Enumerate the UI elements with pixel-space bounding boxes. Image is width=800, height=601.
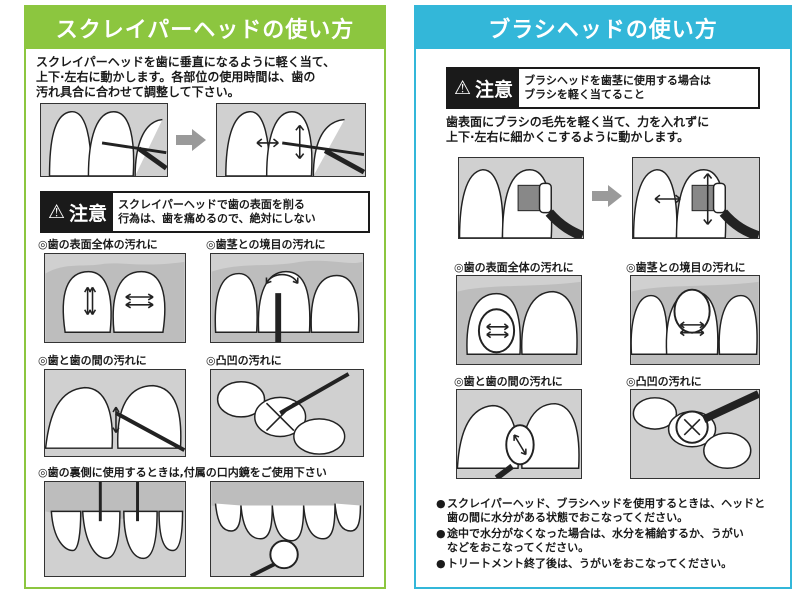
caption-surface: ◎歯の表面全体の汚れに <box>38 238 158 251</box>
brush-intro-line: 歯表面にブラシの毛先を軽く当て、力を入れずに <box>446 115 710 129</box>
scraper-back-illustration <box>44 481 186 577</box>
note-line: スクレイパーヘッド、ブラシヘッドを使用するときは、ヘッドと <box>447 497 766 510</box>
caution-label: 注意 <box>69 202 108 225</box>
note-line: 歯の間に水分がある状態でおこなってください。 <box>447 511 689 524</box>
note-item: ●スクレイパーヘッド、ブラシヘッドを使用するときは、ヘッドと 歯の間に水分がある… <box>436 497 788 525</box>
caption-gumline: ◎歯茎との境目の汚れに <box>206 238 326 251</box>
usage-notes: ●スクレイパーヘッド、ブラシヘッドを使用するときは、ヘッドと 歯の間に水分がある… <box>436 497 788 571</box>
caption-uneven: ◎凸凹の汚れに <box>206 354 282 367</box>
brush-on-tooth-illustration <box>458 157 584 239</box>
scraper-uneven-illustration <box>210 369 364 457</box>
brush-gumline-illustration <box>630 275 760 365</box>
caution-line: ブラシヘッドを歯茎に使用する場合は <box>524 74 711 87</box>
scraper-between-illustration <box>44 369 186 457</box>
bullet-icon: ● <box>436 527 446 540</box>
scraper-gumline-illustration <box>210 253 364 343</box>
brush-intro-line: 上下·左右に細かくこするように動かします。 <box>446 130 690 144</box>
scraper-motion-illustration <box>216 103 366 177</box>
caption-gumline: ◎歯茎との境目の汚れに <box>626 261 746 274</box>
arrow-right-icon <box>176 129 206 155</box>
note-line: トリートメント終了後は、うがいをおこなってください。 <box>447 557 733 570</box>
caution-text: ブラシヘッドを歯茎に使用する場合は ブラシを軽く当てること <box>519 69 716 107</box>
brush-title: ブラシヘッドの使い方 <box>416 7 790 49</box>
note-line: 途中で水分がなくなった場合は、水分を補給するか、うがい <box>447 527 744 540</box>
warning-icon: ⚠ <box>454 77 472 99</box>
scraper-title: スクレイパーヘッドの使い方 <box>26 7 384 49</box>
note-item: ●トリートメント終了後は、うがいをおこなってください。 <box>436 557 788 571</box>
caution-text: スクレイパーヘッドで歯の表面を削る 行為は、歯を痛めるので、絶対にしない <box>113 193 321 231</box>
caption-surface: ◎歯の表面全体の汚れに <box>454 261 574 274</box>
caution-label: 注意 <box>475 78 514 101</box>
caution-line: スクレイパーヘッドで歯の表面を削る <box>118 198 305 211</box>
brush-caution-box: ⚠ 注意 ブラシヘッドを歯茎に使用する場合は ブラシを軽く当てること <box>446 67 760 109</box>
caption-between: ◎歯と歯の間の汚れに <box>38 354 147 367</box>
caution-badge: ⚠ 注意 <box>42 193 114 231</box>
scraper-intro-line: スクレイパーヘッドを歯に垂直になるように軽く当て、 <box>36 55 336 69</box>
note-line: などをおこなってください。 <box>447 541 590 554</box>
brush-surface-illustration <box>456 275 582 365</box>
brush-uneven-illustration <box>630 389 760 479</box>
note-item: ●途中で水分がなくなった場合は、水分を補給するか、うがい などをおこなってくださ… <box>436 527 788 555</box>
scraper-intro-line: 上下·左右に動かします。各部位の使用時間は、歯の <box>36 70 316 84</box>
caption-uneven: ◎凸凹の汚れに <box>626 375 702 388</box>
brush-panel: ブラシヘッドの使い方 ⚠ 注意 ブラシヘッドを歯茎に使用する場合は ブラシを軽く… <box>414 5 792 589</box>
caution-line: ブラシを軽く当てること <box>524 88 645 101</box>
scraper-surface-illustration <box>44 253 186 343</box>
scraper-intro-line: 汚れ具合に合わせて調整して下さい。 <box>36 85 240 99</box>
warning-icon: ⚠ <box>48 201 66 223</box>
caution-badge: ⚠ 注意 <box>448 69 520 107</box>
bullet-icon: ● <box>436 497 446 510</box>
scraper-panel: スクレイパーヘッドの使い方 スクレイパーヘッドを歯に垂直になるように軽く当て、 … <box>24 5 386 589</box>
brush-motion-illustration <box>632 157 760 239</box>
brush-between-illustration <box>456 389 582 479</box>
scraper-mirror-illustration <box>210 481 364 577</box>
caution-line: 行為は、歯を痛めるので、絶対にしない <box>118 212 316 225</box>
scraper-intro: スクレイパーヘッドを歯に垂直になるように軽く当て、 上下·左右に動かします。各部… <box>36 55 376 100</box>
caption-back: ◎歯の裏側に使用するときは,付属の口内鏡をご使用下さい <box>38 466 327 479</box>
arrow-right-icon <box>592 185 622 211</box>
bullet-icon: ● <box>436 557 446 570</box>
caption-between: ◎歯と歯の間の汚れに <box>454 375 563 388</box>
scraper-caution-box: ⚠ 注意 スクレイパーヘッドで歯の表面を削る 行為は、歯を痛めるので、絶対にしな… <box>40 191 370 233</box>
brush-intro: 歯表面にブラシの毛先を軽く当て、力を入れずに 上下·左右に細かくこするように動か… <box>446 115 786 145</box>
scraper-on-tooth-illustration <box>40 103 168 177</box>
